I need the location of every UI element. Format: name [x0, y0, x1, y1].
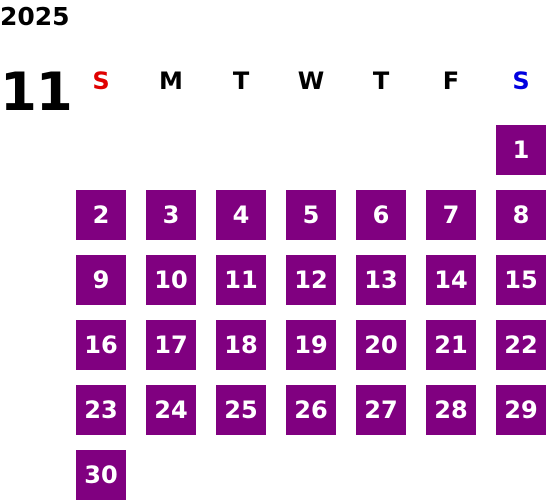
day-cell-21[interactable]: 21: [426, 320, 476, 370]
day-cell-16[interactable]: 16: [76, 320, 126, 370]
weekday-wednesday: W: [297, 67, 325, 95]
month-number: 11: [0, 62, 73, 123]
day-cell-30[interactable]: 30: [76, 450, 126, 500]
day-cell-28[interactable]: 28: [426, 385, 476, 435]
day-cell-1[interactable]: 1: [496, 125, 546, 175]
weekday-sunday: S: [92, 67, 110, 95]
weekday-saturday: S: [512, 67, 530, 95]
weekday-header: S M T W T F S: [76, 65, 546, 97]
day-cell-22[interactable]: 22: [496, 320, 546, 370]
day-cell-29[interactable]: 29: [496, 385, 546, 435]
day-cell-4[interactable]: 4: [216, 190, 266, 240]
day-cell-8[interactable]: 8: [496, 190, 546, 240]
day-cell-7[interactable]: 7: [426, 190, 476, 240]
day-cell-15[interactable]: 15: [496, 255, 546, 305]
day-cell-24[interactable]: 24: [146, 385, 196, 435]
day-cell-9[interactable]: 9: [76, 255, 126, 305]
day-cell-6[interactable]: 6: [356, 190, 406, 240]
day-cell-11[interactable]: 11: [216, 255, 266, 305]
day-cell-26[interactable]: 26: [286, 385, 336, 435]
weekday-thursday: T: [372, 67, 390, 95]
day-cell-18[interactable]: 18: [216, 320, 266, 370]
day-cell-25[interactable]: 25: [216, 385, 266, 435]
day-cell-20[interactable]: 20: [356, 320, 406, 370]
weekday-tuesday: T: [232, 67, 250, 95]
day-cell-12[interactable]: 12: [286, 255, 336, 305]
day-cell-19[interactable]: 19: [286, 320, 336, 370]
day-cell-27[interactable]: 27: [356, 385, 406, 435]
day-cell-3[interactable]: 3: [146, 190, 196, 240]
day-cell-14[interactable]: 14: [426, 255, 476, 305]
day-cell-2[interactable]: 2: [76, 190, 126, 240]
year-label: 2025: [0, 2, 70, 31]
weekday-monday: M: [159, 67, 183, 95]
day-cell-17[interactable]: 17: [146, 320, 196, 370]
day-cell-13[interactable]: 13: [356, 255, 406, 305]
day-cell-23[interactable]: 23: [76, 385, 126, 435]
weekday-friday: F: [442, 67, 460, 95]
day-cell-5[interactable]: 5: [286, 190, 336, 240]
day-cell-10[interactable]: 10: [146, 255, 196, 305]
